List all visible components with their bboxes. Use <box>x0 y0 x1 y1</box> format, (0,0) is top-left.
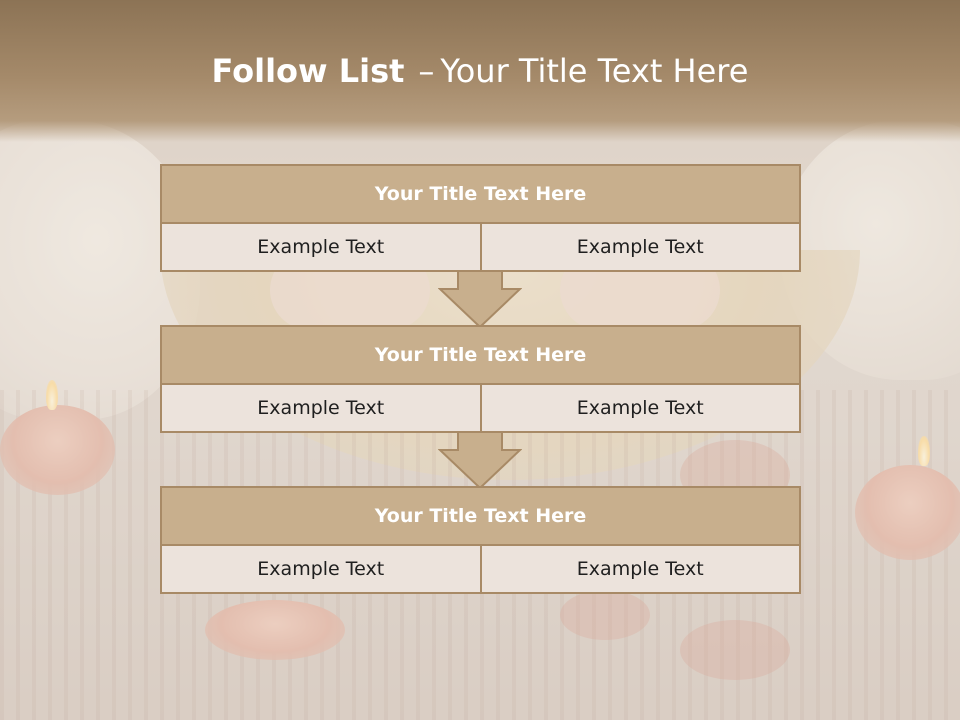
step-cell-left-3: Example Text <box>257 558 385 580</box>
step-box-3[interactable]: Your Title Text Here Example Text Exampl… <box>160 486 801 594</box>
rose-petal <box>560 590 650 640</box>
step-box-2[interactable]: Your Title Text Here Example Text Exampl… <box>160 325 801 433</box>
down-arrow-icon <box>438 270 522 328</box>
step-row-1: Example Text Example Text <box>162 224 799 270</box>
step-title-3: Your Title Text Here <box>162 488 799 546</box>
step-row-2: Example Text Example Text <box>162 385 799 431</box>
step-cell-left-1: Example Text <box>257 236 385 258</box>
step-cell-right-3: Example Text <box>479 546 800 592</box>
step-row-3: Example Text Example Text <box>162 546 799 592</box>
rose-petal <box>680 620 790 680</box>
header-band <box>0 0 960 142</box>
down-arrow-icon <box>438 431 522 489</box>
slide-title-rest: Your Title Text Here <box>440 52 749 90</box>
step-cell-right-1: Example Text <box>479 224 800 270</box>
step-cell-left-2: Example Text <box>257 397 385 419</box>
slide-title-separator: – <box>418 52 435 90</box>
candle-left <box>0 405 115 495</box>
flame-left <box>46 380 58 410</box>
candle-bottom <box>205 600 345 660</box>
slide-title[interactable]: Follow List–Your Title Text Here <box>0 52 960 90</box>
step-title-2: Your Title Text Here <box>162 327 799 385</box>
step-title-1: Your Title Text Here <box>162 166 799 224</box>
slide-title-bold: Follow List <box>211 52 405 90</box>
flame-right <box>918 436 930 466</box>
step-box-1[interactable]: Your Title Text Here Example Text Exampl… <box>160 164 801 272</box>
candle-right <box>855 465 960 560</box>
step-cell-right-2: Example Text <box>479 385 800 431</box>
